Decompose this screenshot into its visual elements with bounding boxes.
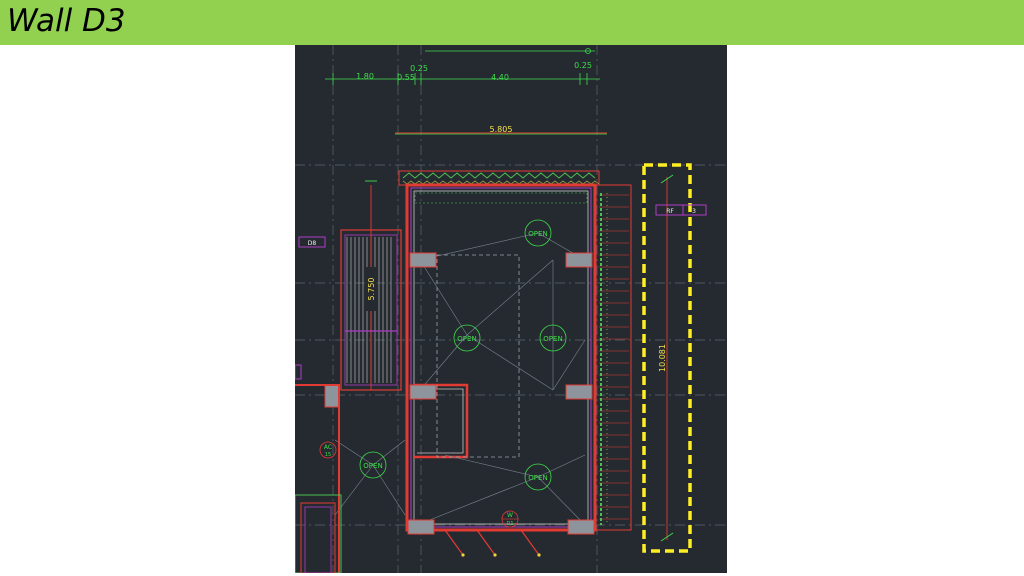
- slide-title: Wall D3: [7, 3, 126, 39]
- left-lower-structures: [295, 364, 342, 573]
- wall-d3-planter: [594, 184, 632, 531]
- overall-width-label: 5.805: [490, 125, 513, 134]
- open-label-2: OPEN: [457, 335, 476, 343]
- open-markers: [359, 219, 567, 491]
- plan-drawing: 1.80 0.55 0.25 4.40 0.25 5.805: [295, 45, 727, 573]
- dim-label-3: 0.25: [410, 64, 428, 73]
- cad-floor-plan: 1.80 0.55 0.25 4.40 0.25 5.805: [295, 45, 727, 573]
- door-swings: [444, 529, 540, 556]
- tag-w-num: D1: [506, 521, 513, 527]
- door-handles: [461, 553, 541, 557]
- wall-d3-highlight: [642, 163, 692, 553]
- tag-left: D8: [308, 240, 317, 247]
- top-dimension-chain: [325, 48, 607, 135]
- wall-length-label: 10.081: [658, 344, 667, 372]
- open-label-1: OPEN: [528, 230, 547, 238]
- title-bar: Wall D3: [0, 0, 1024, 45]
- staircase: [340, 180, 402, 391]
- tag-right-box: [655, 204, 707, 216]
- columns: [324, 252, 595, 535]
- dim-label-2: 0.55: [397, 73, 415, 82]
- tag-left-box: [298, 236, 326, 248]
- open-label-5: OPEN: [528, 474, 547, 482]
- dim-label-4: 4.40: [491, 73, 509, 82]
- tag-ac: AC: [324, 444, 332, 451]
- ac-marker: [319, 441, 337, 459]
- open-label-4: OPEN: [363, 462, 382, 470]
- dim-label-1: 1.80: [356, 72, 374, 81]
- tag-ac-num: 15: [325, 452, 331, 458]
- stair-length-label: 5.750: [367, 278, 376, 301]
- tag-right-a: RF: [666, 208, 674, 215]
- planter-top: [398, 170, 600, 204]
- tag-right-b: 3: [692, 208, 696, 215]
- tag-w: W: [507, 512, 513, 519]
- walls: [405, 183, 597, 532]
- wall-length-ticks: [660, 174, 674, 542]
- open-label-3: OPEN: [543, 335, 562, 343]
- dim-label-5: 0.25: [574, 61, 592, 70]
